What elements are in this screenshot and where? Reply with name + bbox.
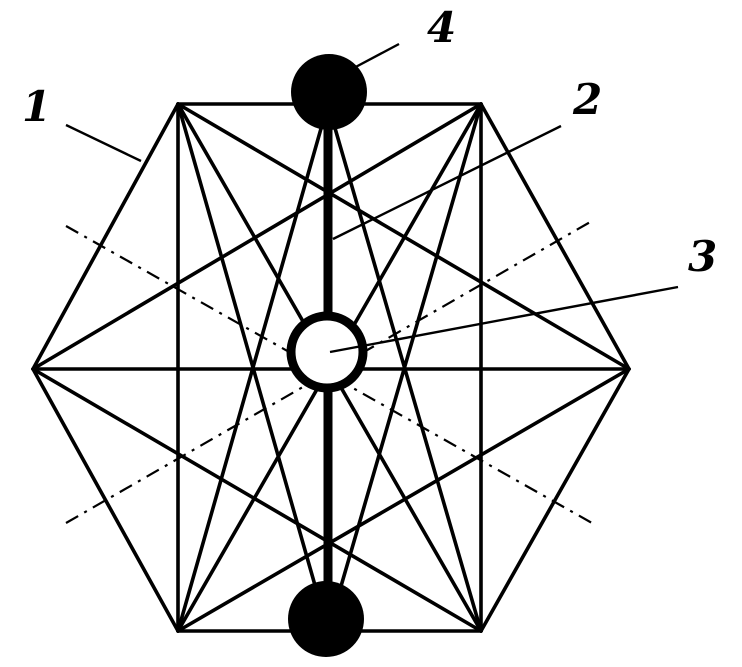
triangle-chords bbox=[31, 102, 631, 633]
label-2: 2 bbox=[572, 75, 602, 124]
center-chords bbox=[176, 102, 483, 633]
leader-line-4 bbox=[349, 42, 400, 72]
label-3: 3 bbox=[688, 232, 717, 281]
label-1: 1 bbox=[22, 82, 51, 131]
top-mass bbox=[291, 54, 367, 130]
chord-bottom-right-to-top-center bbox=[326, 102, 483, 633]
label-4: 4 bbox=[427, 3, 456, 52]
leader-line-3 bbox=[329, 285, 679, 354]
center-ring bbox=[286, 311, 368, 393]
labels: 1 2 3 4 bbox=[22, 3, 717, 281]
chord-left-to-bottom-right bbox=[31, 367, 483, 633]
bottom-mass bbox=[288, 581, 364, 657]
leader-lines bbox=[65, 42, 679, 354]
chord-top-left-to-right bbox=[176, 102, 631, 371]
symmetry-axis-ascending bbox=[65, 220, 593, 524]
chord-bottom-left-to-top-center bbox=[176, 102, 330, 633]
leader-line-1 bbox=[65, 123, 142, 163]
chord-right-to-bottom-left bbox=[176, 367, 631, 633]
chord-top-right-to-left bbox=[31, 102, 483, 371]
leader-line-2 bbox=[332, 124, 562, 241]
